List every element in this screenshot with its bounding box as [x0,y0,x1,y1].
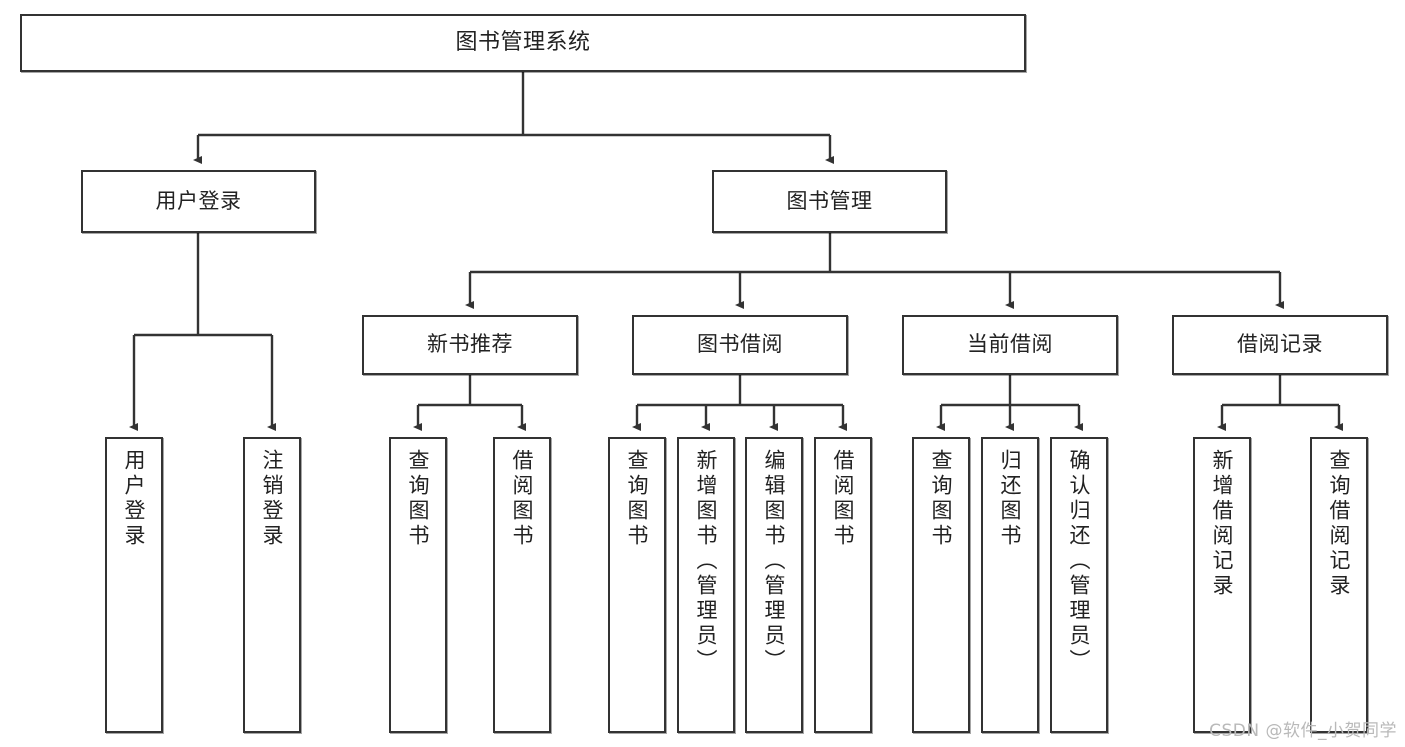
leaf-book-borrow-edit[interactable]: 编辑图书（管理员） [745,437,803,733]
leaf-new-book-query[interactable]: 查询图书 [389,437,447,733]
node-label: 新增图书（管理员） [694,449,719,674]
leaf-user-login-signin[interactable]: 用户登录 [105,437,163,733]
node-label: 图书管理系统 [455,29,591,55]
node-book-management[interactable]: 图书管理 [712,170,947,233]
leaf-new-book-borrow[interactable]: 借阅图书 [493,437,551,733]
leaf-book-borrow-borrow[interactable]: 借阅图书 [814,437,872,733]
node-label: 新书推荐 [427,332,513,357]
node-label: 借阅记录 [1237,332,1323,357]
node-label: 查询借阅记录 [1327,449,1352,599]
node-label: 图书借阅 [697,332,783,357]
node-label: 用户登录 [155,188,242,213]
node-label: 借阅图书 [510,449,535,549]
node-label: 查询图书 [406,449,431,549]
node-label: 借阅图书 [831,449,856,549]
node-book-borrow[interactable]: 图书借阅 [632,315,848,375]
node-label: 当前借阅 [967,332,1053,357]
leaf-borrow-record-add[interactable]: 新增借阅记录 [1193,437,1251,733]
node-label: 编辑图书（管理员） [762,449,787,674]
leaf-book-borrow-query[interactable]: 查询图书 [608,437,666,733]
node-new-book-recommend[interactable]: 新书推荐 [362,315,578,375]
node-borrow-record[interactable]: 借阅记录 [1172,315,1388,375]
node-label: 确认归还（管理员） [1067,449,1092,674]
leaf-book-borrow-add[interactable]: 新增图书（管理员） [677,437,735,733]
node-current-borrow[interactable]: 当前借阅 [902,315,1118,375]
node-label: 查询图书 [929,449,954,549]
node-label: 注销登录 [260,449,285,549]
node-label: 图书管理 [786,188,873,213]
node-label: 新增借阅记录 [1210,449,1235,599]
leaf-current-borrow-return[interactable]: 归还图书 [981,437,1039,733]
leaf-user-login-signout[interactable]: 注销登录 [243,437,301,733]
leaf-current-borrow-query[interactable]: 查询图书 [912,437,970,733]
node-user-login[interactable]: 用户登录 [81,170,316,233]
leaf-current-borrow-confirm-return[interactable]: 确认归还（管理员） [1050,437,1108,733]
node-label: 查询图书 [625,449,650,549]
leaf-borrow-record-query[interactable]: 查询借阅记录 [1310,437,1368,733]
node-label: 归还图书 [998,449,1023,549]
node-label: 用户登录 [122,449,147,549]
csdn-watermark: CSDN @软件_小贺同学 [1209,721,1397,741]
node-root-system[interactable]: 图书管理系统 [20,14,1026,72]
